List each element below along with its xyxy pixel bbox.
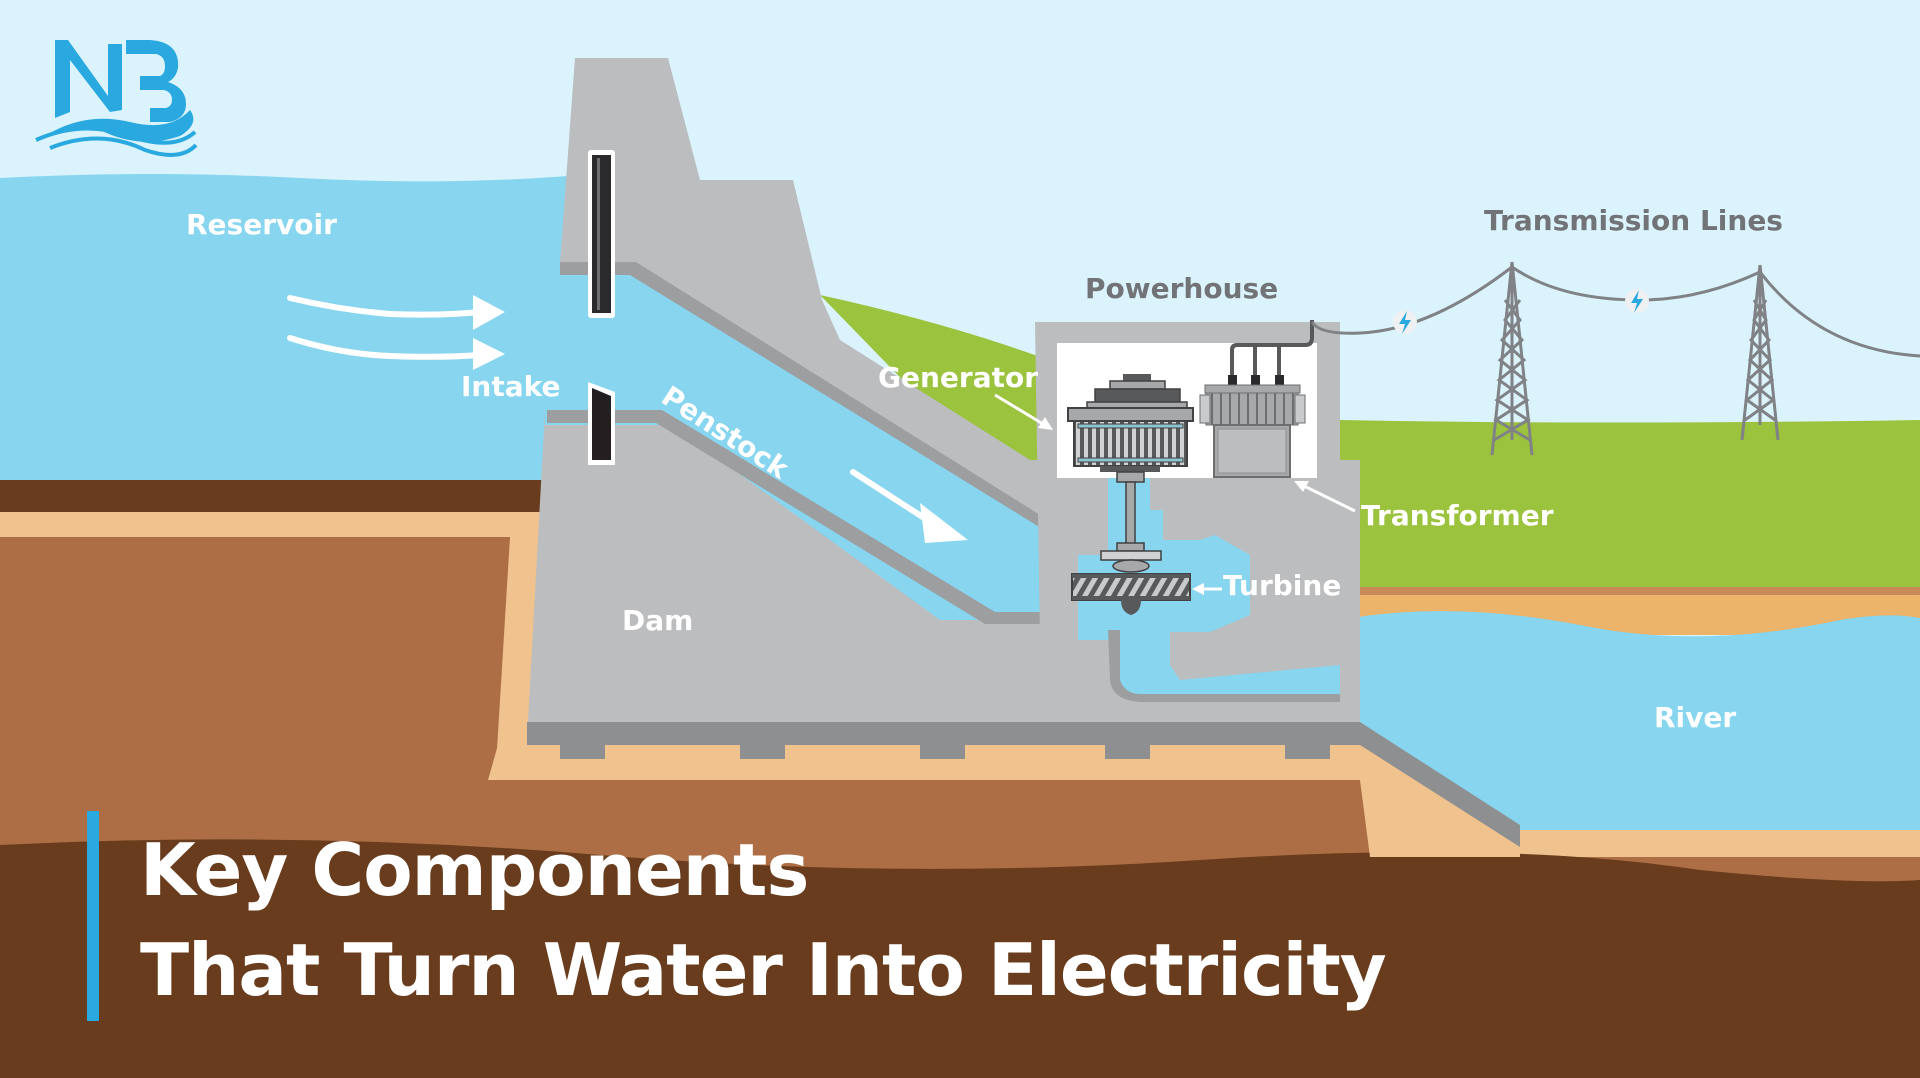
gate-highlight: [597, 158, 600, 310]
transformer-icon: [1199, 320, 1314, 478]
transmission-lines-label: Transmission Lines: [1484, 204, 1783, 237]
flow-arrow-icon: [287, 295, 483, 360]
dam-label: Dam: [622, 604, 694, 637]
generator-icon: [1067, 374, 1194, 545]
title-accent-bar: [87, 811, 99, 1021]
flow-arrow-head: [473, 295, 505, 330]
dam-base: [527, 722, 1520, 847]
dam-footing: [920, 745, 965, 759]
soil-layer-left: [0, 537, 510, 782]
soil-dark-layer-left: [0, 480, 560, 512]
dam-footing: [1105, 745, 1150, 759]
dam-footing: [1285, 745, 1330, 759]
title-line-1: Key Components: [140, 828, 809, 912]
reservoir-label: Reservoir: [186, 208, 337, 241]
riverbed-sand: [1510, 830, 1920, 857]
lightning-bolt-icon: [1625, 289, 1649, 313]
transmission-tower-icon: [1490, 261, 1534, 456]
reservoir-water: [0, 174, 580, 485]
penstock-bottom-wall: [547, 410, 1090, 624]
riverbank-brown: [1340, 587, 1920, 595]
river-label: River: [1654, 701, 1737, 734]
turbine-label: Turbine: [1223, 569, 1342, 602]
arrow-head: [1038, 417, 1053, 430]
intake-gate-lower-inner: [592, 388, 611, 460]
powerhouse-label: Powerhouse: [1085, 272, 1279, 305]
transmission-tower-icon: [1740, 264, 1780, 441]
intake-label: Intake: [461, 370, 561, 403]
draft-tube-wall: [1108, 630, 1340, 702]
lightning-bolt-icon: [1393, 310, 1417, 334]
dam-footing: [740, 745, 785, 759]
river-water: [1340, 611, 1920, 830]
title-line-2: That Turn Water Into Electricity: [140, 928, 1387, 1012]
turbine-icon: [1071, 542, 1191, 615]
penstock-flow-arrow-icon: [850, 469, 938, 528]
dam-footing: [560, 745, 605, 759]
intake-gate-upper-inner: [592, 155, 611, 313]
soil-dark-layer-bottom: [0, 839, 1920, 1078]
logo-icon: [35, 40, 198, 157]
penstock-flow-arrow-head: [920, 503, 968, 543]
arrow-head: [1294, 481, 1309, 492]
flow-arrow-head: [473, 338, 505, 370]
transformer-label: Transformer: [1361, 499, 1554, 532]
arrow-head: [1192, 583, 1204, 595]
generator-label: Generator: [878, 361, 1039, 394]
